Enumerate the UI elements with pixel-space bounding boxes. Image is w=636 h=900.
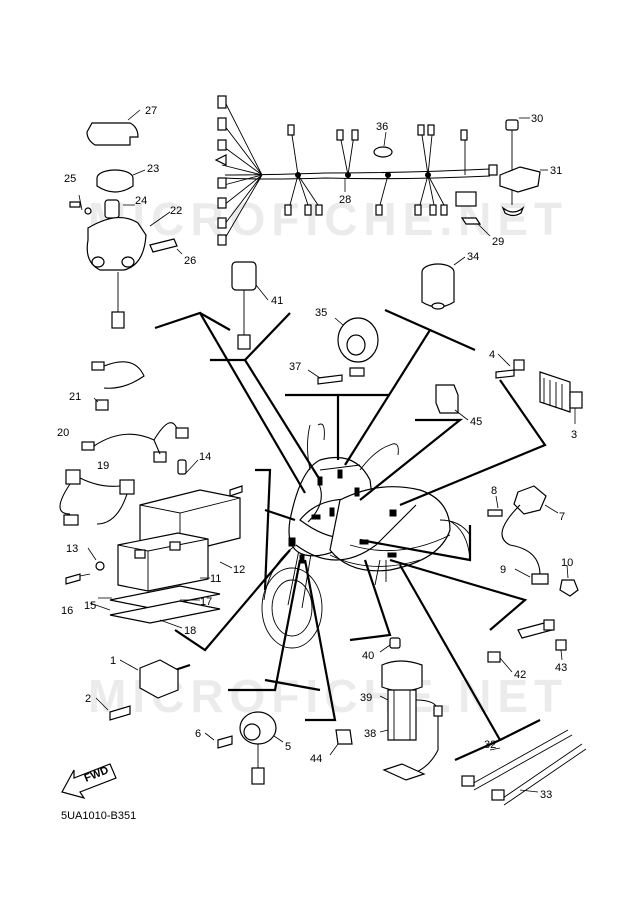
watermark-top: MICROFICHE.NET [88, 193, 568, 245]
callout-20: 20 [57, 427, 69, 439]
part-28-wire-harness [214, 95, 498, 246]
callout-14: 14 [199, 451, 211, 463]
callout-32: 32 [484, 739, 496, 751]
callout-39: 39 [360, 692, 372, 704]
callout-17: 17 [200, 596, 212, 608]
part-30-31-bracket [499, 117, 548, 217]
part-38-39-40-fuel-pump [379, 637, 443, 781]
diagram-code: 5UA1010-B351 [61, 810, 136, 822]
scooter-outline [261, 423, 471, 649]
callout-29: 29 [492, 236, 504, 248]
callout-24: 24 [135, 195, 147, 207]
callout-31: 31 [550, 165, 562, 177]
battery-assembly [65, 459, 243, 629]
fwd-arrow: FWD [61, 763, 117, 800]
callout-45: 45 [470, 416, 482, 428]
part-21-lead [91, 361, 145, 411]
callout-11: 11 [210, 573, 221, 585]
callout-44: 44 [310, 753, 322, 765]
callout-34: 34 [467, 251, 479, 263]
part-44-connector [329, 729, 353, 756]
part-20-lead [81, 422, 189, 463]
callout-15: 15 [84, 600, 96, 612]
callout-36: 36 [376, 121, 388, 133]
callout-42: 42 [514, 669, 526, 681]
callout-37: 37 [289, 361, 301, 373]
callout-7: 7 [559, 511, 565, 523]
callout-27: 27 [145, 105, 157, 117]
callout-1: 1 [110, 655, 116, 667]
part-34-component [421, 256, 466, 310]
main-switch [69, 194, 183, 329]
part-23-ring [96, 169, 146, 193]
callout-38: 38 [364, 728, 376, 740]
part-3-4-rectifier [495, 353, 583, 424]
callout-41: 41 [271, 295, 283, 307]
callout-labels: 1 2 3 4 5 6 7 8 9 10 11 12 13 14 15 16 1… [57, 105, 577, 801]
part-27-cap [86, 109, 141, 146]
callout-33: 33 [540, 789, 552, 801]
callout-19: 19 [97, 460, 109, 472]
part-7-10-cable [487, 485, 579, 597]
part-19-lead [59, 469, 135, 526]
callout-35: 35 [315, 307, 327, 319]
part-35-horn [307, 317, 379, 385]
leader-lines [154, 308, 547, 762]
callout-9: 9 [500, 564, 506, 576]
callout-3: 3 [571, 429, 577, 441]
callout-10: 10 [561, 557, 573, 569]
callout-23: 23 [147, 163, 159, 175]
callout-13: 13 [66, 543, 78, 555]
callout-30: 30 [531, 113, 543, 125]
part-36-clamp [373, 131, 393, 158]
callout-2: 2 [85, 693, 91, 705]
callout-26: 26 [184, 255, 196, 267]
part-5-6-sensor [204, 711, 284, 785]
part-42-43-switch [487, 619, 567, 673]
callout-8: 8 [491, 485, 497, 497]
callout-22: 22 [170, 205, 182, 217]
callout-25: 25 [64, 173, 76, 185]
callout-12: 12 [233, 564, 245, 576]
callout-16: 16 [61, 605, 73, 617]
callout-40: 40 [362, 650, 374, 662]
callout-21: 21 [69, 391, 81, 403]
callout-6: 6 [195, 728, 201, 740]
callout-28: 28 [339, 194, 351, 206]
callout-5: 5 [285, 741, 291, 753]
callout-43: 43 [555, 662, 567, 674]
part-29-fuse [455, 191, 491, 237]
part-1-2-unit [95, 659, 179, 721]
part-41-relay [231, 261, 269, 350]
callout-18: 18 [184, 625, 196, 637]
part-45-bracket [435, 384, 469, 421]
callout-4: 4 [489, 349, 495, 361]
part-32-33-cable-ties [461, 729, 587, 806]
